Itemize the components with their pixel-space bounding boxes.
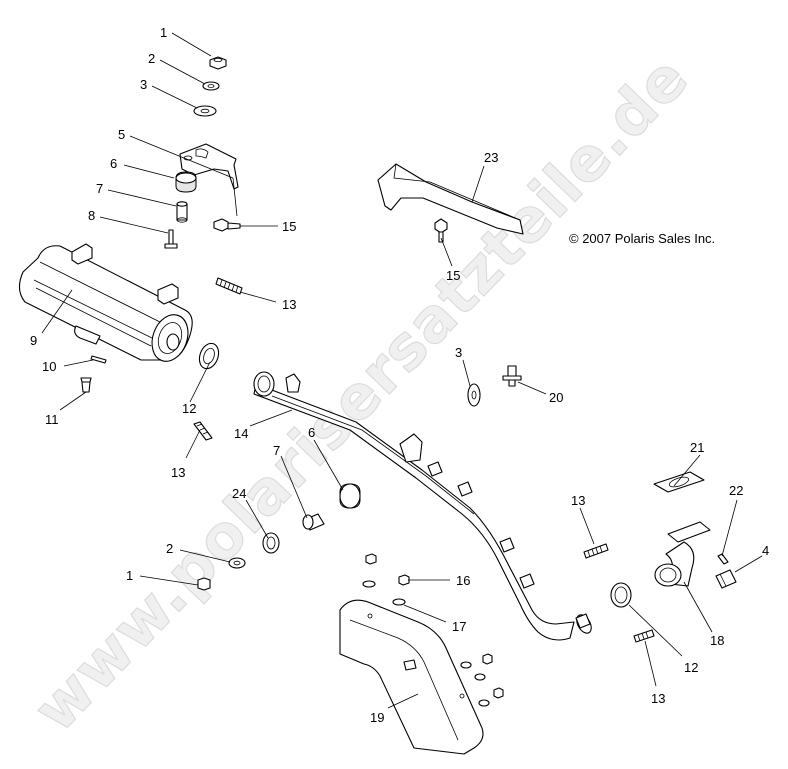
callout-13-a: 13 [282, 297, 296, 312]
callout-7-top: 7 [96, 181, 103, 196]
callout-numbers: 1 2 3 5 6 7 8 15 9 13 10 11 12 13 23 15 … [30, 25, 769, 725]
callout-1-bottom: 1 [126, 568, 133, 583]
callout-7-mid: 7 [273, 443, 280, 458]
part-20-bolt [502, 365, 522, 387]
callout-12-right: 12 [684, 660, 698, 675]
part-16-screw-a [365, 553, 377, 565]
callout-6-top: 6 [110, 156, 117, 171]
part-10-pin [90, 355, 107, 364]
part-21-gasket [653, 471, 705, 493]
part-3-washer-top [193, 105, 217, 117]
part-13-spring-c [583, 543, 609, 559]
part-18-exhaust-elbow [654, 521, 711, 587]
callout-5: 5 [118, 127, 125, 142]
part-8-bolt [164, 229, 178, 249]
copyright-notice: © 2007 Polaris Sales Inc. [569, 231, 715, 246]
callout-15-mid: 15 [446, 268, 460, 283]
callout-16: 16 [456, 573, 470, 588]
callout-15-top: 15 [282, 219, 296, 234]
callout-11: 11 [45, 412, 59, 427]
callout-18: 18 [710, 633, 724, 648]
callout-24: 24 [232, 486, 246, 501]
callout-23: 23 [484, 150, 498, 165]
callout-3-mid: 3 [455, 345, 462, 360]
part-22-spring-pin [717, 553, 729, 565]
part-23-heat-shield [377, 163, 524, 235]
part-19-lower-heat-shield [339, 599, 484, 755]
part-13-spring-a [215, 277, 243, 295]
part-1-nut-top [209, 56, 227, 70]
callout-3-top: 3 [140, 77, 147, 92]
part-2-washer-top [202, 81, 220, 91]
part-17-washer-a [362, 580, 376, 588]
callout-17: 17 [452, 619, 466, 634]
callout-14: 14 [234, 426, 248, 441]
callout-13-b: 13 [171, 465, 185, 480]
part-11-fastener [80, 377, 92, 393]
part-9-muffler [18, 243, 193, 362]
part-24-gasket [262, 532, 280, 554]
callout-2-top: 2 [148, 51, 155, 66]
part-7-sleeve-top [176, 201, 188, 223]
callout-19: 19 [370, 710, 384, 725]
callout-22: 22 [729, 483, 743, 498]
part-17-washer-d [474, 673, 486, 681]
part-6-rubber-bushing-top [175, 171, 197, 193]
callout-20: 20 [549, 390, 563, 405]
callout-10: 10 [42, 359, 56, 374]
part-17-washer-e [478, 699, 490, 707]
callout-1-top: 1 [160, 25, 167, 40]
part-3-washer-mid [467, 383, 481, 407]
callout-4: 4 [762, 543, 769, 558]
part-15-bolt-mid [434, 218, 448, 243]
part-4-clamp [715, 569, 737, 589]
part-15-bolt-top [213, 218, 241, 232]
part-12-gasket-right [610, 582, 632, 608]
callout-12-left: 12 [182, 401, 196, 416]
part-14-head-pipe [253, 371, 592, 641]
callout-8: 8 [88, 208, 95, 223]
part-16-screw-c [482, 653, 493, 665]
leader-lines [41, 32, 763, 709]
part-12-gasket-left [198, 342, 220, 370]
part-6-rubber-bushing-mid [339, 483, 361, 509]
callout-21: 21 [690, 440, 704, 455]
callout-2-bottom: 2 [166, 541, 173, 556]
callout-9: 9 [30, 333, 37, 348]
part-1-nut-bottom [197, 577, 211, 591]
part-13-spring-d [633, 629, 655, 643]
part-16-screw-d [493, 687, 504, 699]
part-2-washer-bottom [228, 557, 246, 569]
part-7-sleeve-mid [302, 513, 325, 531]
callout-13-c: 13 [571, 493, 585, 508]
part-16-screw-b [398, 574, 410, 586]
part-17-washer-b [392, 598, 406, 606]
callout-13-d: 13 [651, 691, 665, 706]
part-17-washer-c [460, 661, 472, 669]
part-13-spring-b [193, 421, 213, 441]
callout-6-mid: 6 [308, 425, 315, 440]
